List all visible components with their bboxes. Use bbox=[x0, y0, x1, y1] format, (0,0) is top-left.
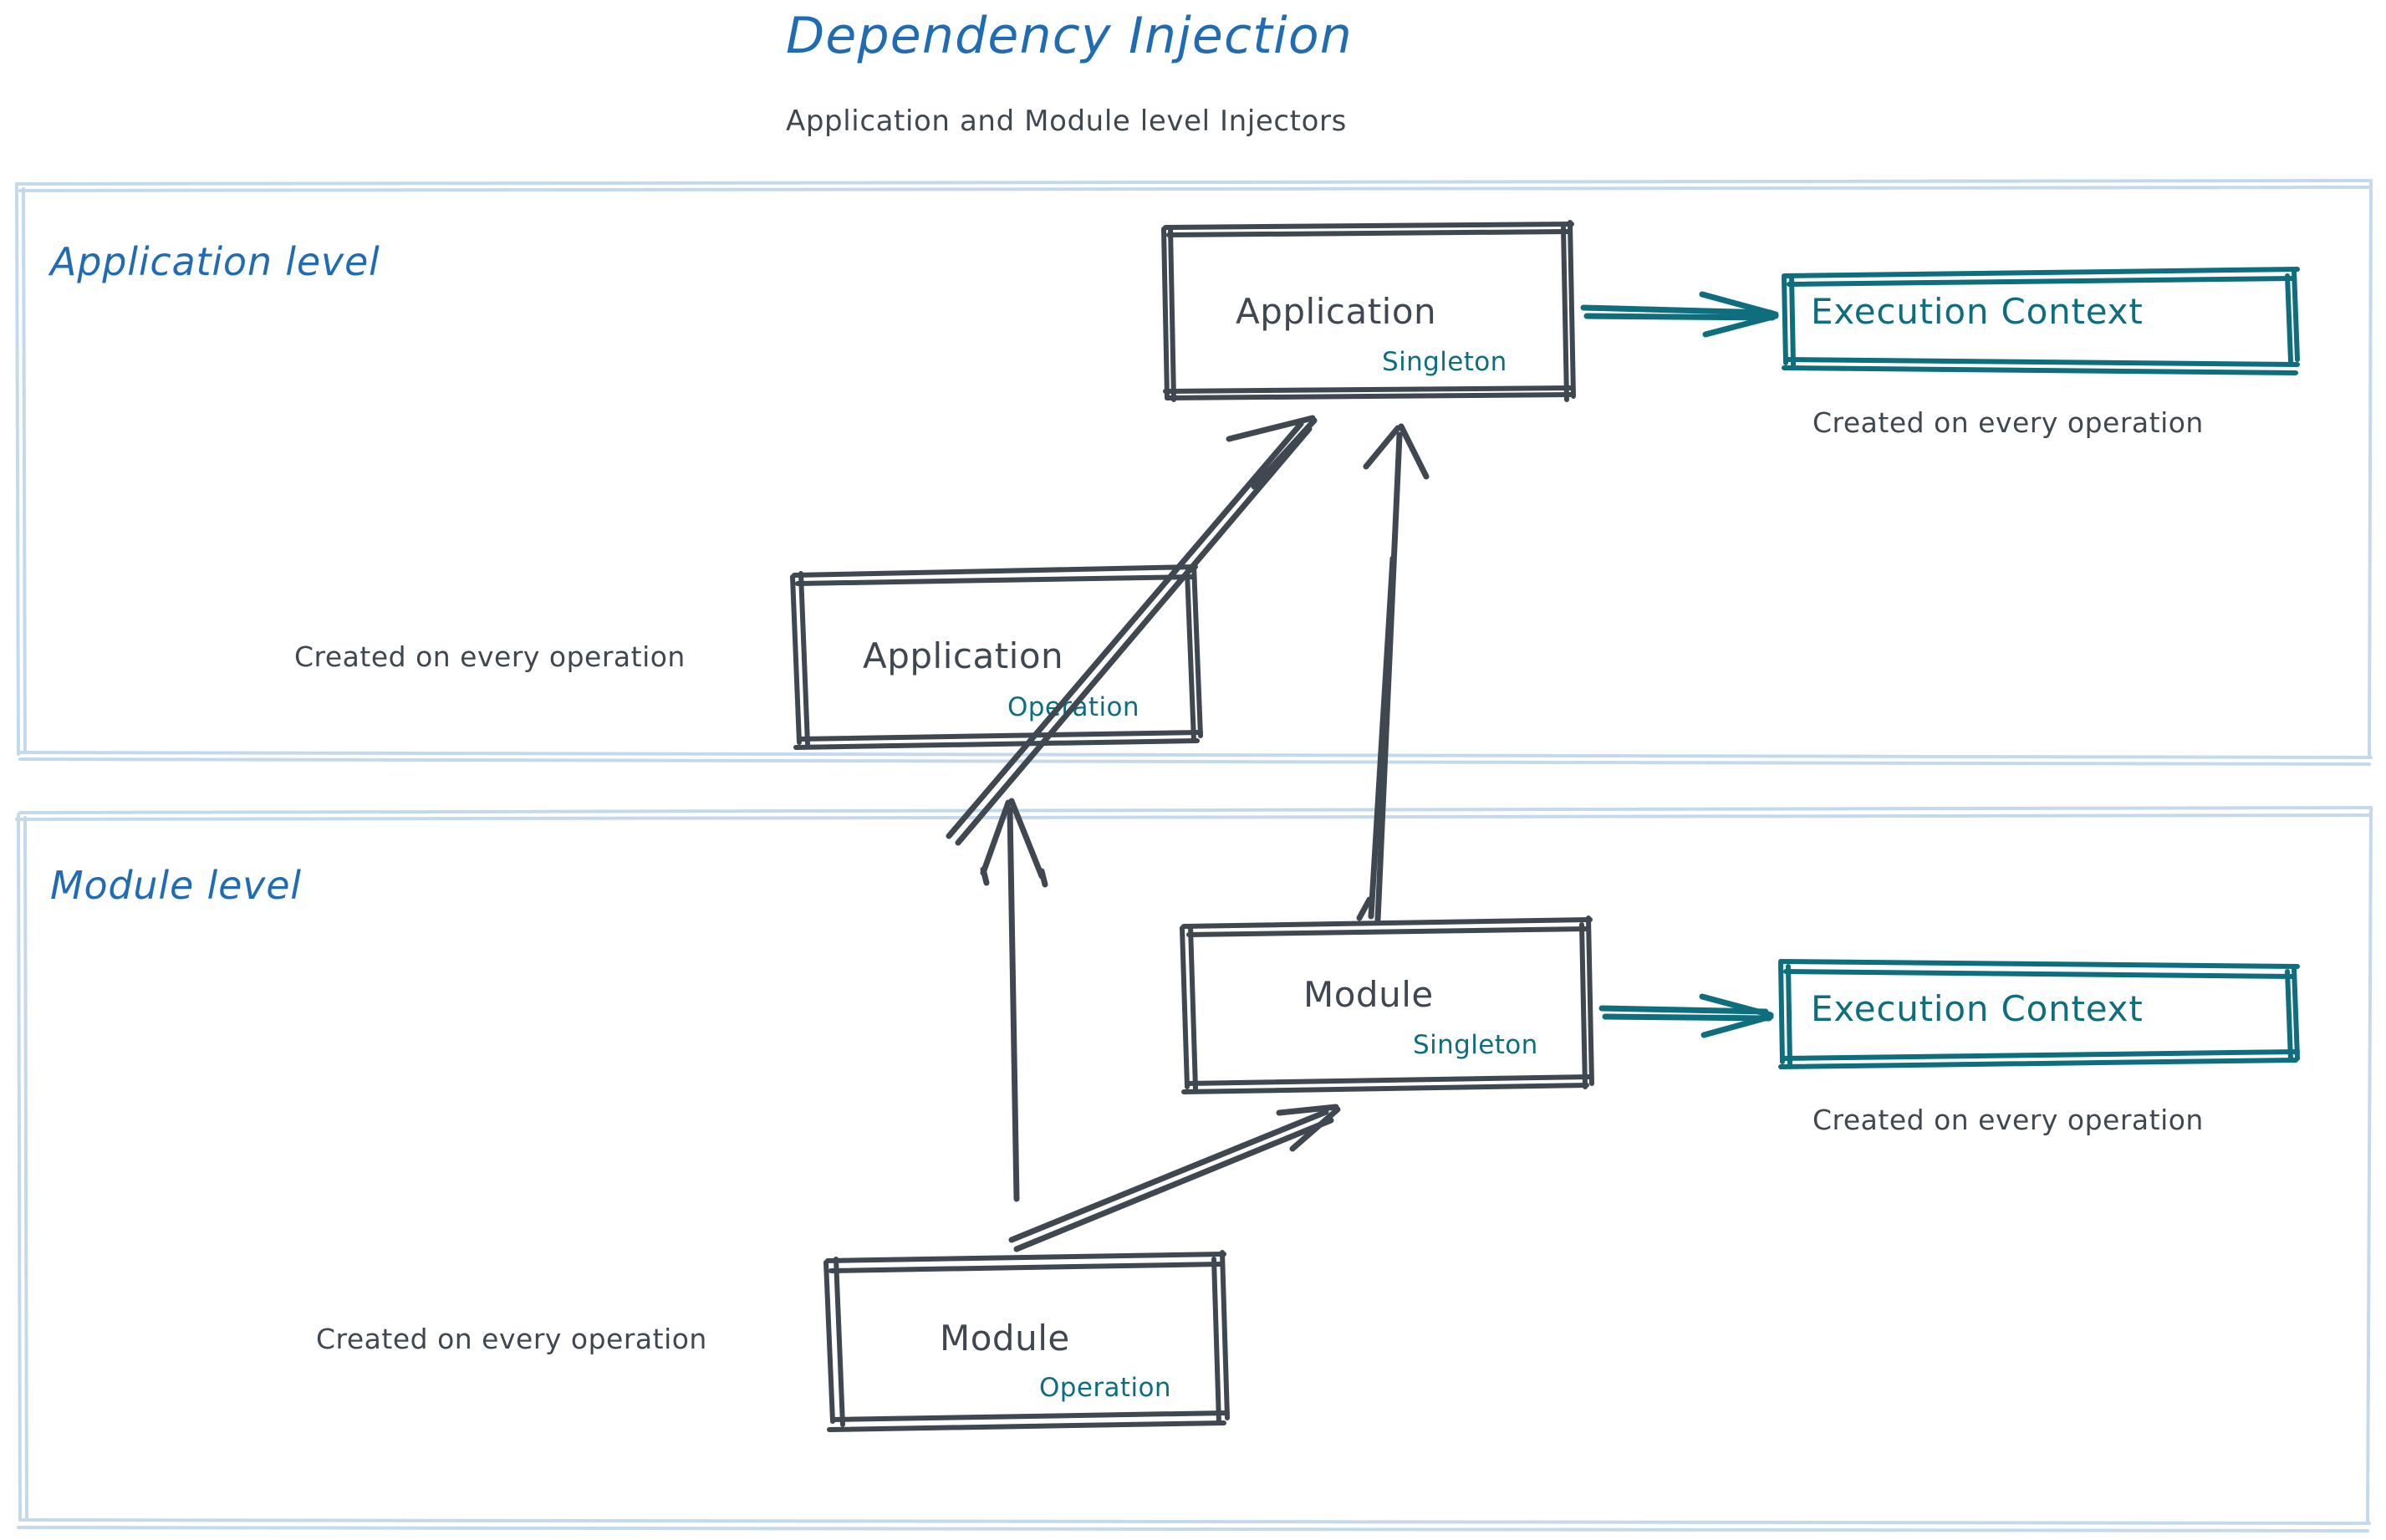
arrow-module-singleton-to-app-singleton bbox=[1356, 423, 1430, 923]
node-scope-module-singleton: Singleton bbox=[1413, 1030, 1538, 1060]
node-title-application-singleton: Application bbox=[1236, 291, 1437, 332]
node-title-module-execution-context: Execution Context bbox=[1811, 988, 2144, 1029]
container-module-level bbox=[15, 806, 2373, 1532]
note-application-execution-context: Created on every operation bbox=[1812, 406, 2204, 439]
page-title: Dependency Injection bbox=[786, 7, 1353, 65]
page-subtitle: Application and Module level Injectors bbox=[786, 105, 1347, 138]
node-scope-application-singleton: Singleton bbox=[1382, 347, 1507, 377]
node-title-application-execution-context: Execution Context bbox=[1811, 291, 2144, 332]
node-title-module-singleton: Module bbox=[1303, 974, 1434, 1015]
node-scope-module-operation: Operation bbox=[1039, 1373, 1171, 1403]
arrow-module-singleton-to-module-context bbox=[1598, 993, 1774, 1038]
section-label-application-level: Application level bbox=[50, 239, 380, 284]
arrow-module-operation-to-app-operation bbox=[980, 798, 1048, 1202]
note-application-operation: Created on every operation bbox=[294, 640, 686, 673]
arrow-app-singleton-to-app-context bbox=[1580, 291, 1779, 338]
arrow-app-operation-to-app-singleton bbox=[946, 415, 1318, 846]
note-module-operation: Created on every operation bbox=[316, 1323, 707, 1355]
node-scope-application-operation: Operation bbox=[1007, 692, 1139, 722]
section-label-module-level: Module level bbox=[50, 863, 302, 908]
node-title-application-operation: Application bbox=[863, 635, 1064, 676]
note-module-execution-context: Created on every operation bbox=[1812, 1104, 2204, 1136]
arrow-module-operation-to-module-singleton bbox=[1008, 1104, 1341, 1252]
node-title-module-operation: Module bbox=[940, 1318, 1070, 1359]
